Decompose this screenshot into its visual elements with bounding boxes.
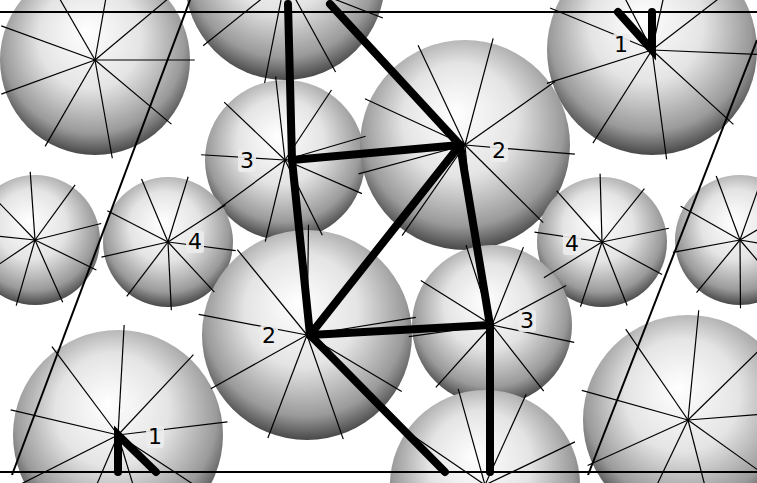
projection-line bbox=[95, 60, 112, 158]
projection-line bbox=[547, 50, 652, 83]
projection-line bbox=[95, 0, 171, 60]
projection-line bbox=[107, 211, 168, 242]
projection-line bbox=[168, 242, 171, 310]
projection-line bbox=[626, 329, 688, 420]
projection-line bbox=[436, 325, 492, 387]
projection-line bbox=[203, 0, 285, 46]
callout-number: 3 bbox=[518, 310, 536, 332]
projection-line bbox=[652, 50, 667, 159]
projection-line bbox=[740, 176, 757, 240]
projection-line bbox=[16, 240, 35, 306]
projection-line bbox=[588, 420, 688, 466]
projection-line bbox=[640, 420, 688, 483]
projection-line bbox=[465, 81, 555, 145]
projection-line bbox=[465, 145, 575, 154]
projection-line bbox=[550, 8, 652, 50]
projection-line bbox=[716, 176, 740, 240]
projection-line bbox=[0, 240, 35, 278]
projection-line bbox=[95, 60, 171, 124]
callout-number: 4 bbox=[563, 233, 581, 255]
callout-number: 1 bbox=[146, 426, 164, 448]
callout-number: 4 bbox=[186, 231, 204, 253]
projection-line bbox=[688, 420, 715, 483]
projection-line bbox=[600, 174, 602, 242]
atom-sphere bbox=[0, 175, 100, 305]
projection-line bbox=[20, 435, 118, 483]
projection-line bbox=[35, 240, 63, 302]
projection-line bbox=[237, 250, 307, 335]
projection-line bbox=[118, 422, 227, 435]
projection-line bbox=[602, 228, 669, 242]
projection-line bbox=[30, 172, 35, 240]
projection-line bbox=[580, 242, 602, 307]
projection-line bbox=[465, 38, 493, 145]
projection-line bbox=[602, 242, 627, 305]
projection-line bbox=[593, 50, 652, 143]
callout-number: 2 bbox=[490, 140, 508, 162]
projection-line bbox=[739, 240, 741, 308]
projection-line bbox=[492, 325, 544, 391]
projection-line bbox=[602, 242, 662, 274]
projection-line bbox=[118, 325, 124, 435]
projection-line bbox=[740, 205, 757, 240]
projection-line bbox=[45, 0, 95, 60]
projection-line bbox=[688, 420, 757, 483]
projection-line bbox=[118, 435, 210, 483]
projection-line bbox=[11, 410, 118, 435]
atom-sphere bbox=[390, 390, 580, 483]
projection-line bbox=[673, 240, 740, 252]
atom-sphere bbox=[583, 315, 757, 483]
projection-line bbox=[276, 77, 285, 160]
projection-line bbox=[582, 390, 688, 420]
projection-line bbox=[688, 343, 757, 420]
projection-line bbox=[740, 240, 757, 292]
projection-line bbox=[652, 50, 733, 124]
projection-line bbox=[1, 26, 95, 60]
projection-line bbox=[142, 179, 168, 242]
projection-line bbox=[402, 145, 465, 236]
projection-line bbox=[696, 240, 740, 293]
projection-line bbox=[268, 335, 307, 438]
callout-number: 3 bbox=[238, 150, 256, 172]
bond-lines bbox=[118, 4, 652, 472]
projection-line bbox=[1, 60, 95, 94]
callout-number: 2 bbox=[260, 325, 278, 347]
atom-sphere bbox=[205, 80, 365, 240]
projection-line bbox=[45, 60, 95, 146]
projection-line bbox=[35, 240, 96, 270]
projection-line bbox=[118, 355, 193, 435]
atom-sphere bbox=[13, 330, 223, 483]
atom-sphere bbox=[547, 0, 757, 155]
projection-line bbox=[211, 335, 307, 389]
projection-line bbox=[199, 314, 307, 335]
projection-line bbox=[101, 242, 168, 257]
projection-line bbox=[688, 310, 699, 420]
projection-line bbox=[35, 223, 101, 240]
atom-sphere bbox=[675, 175, 757, 305]
projection-line bbox=[75, 435, 118, 483]
projection-line bbox=[95, 59, 195, 60]
projection-line bbox=[602, 189, 644, 242]
projection-line bbox=[95, 0, 112, 60]
projection-line bbox=[652, 0, 739, 50]
projection-line bbox=[688, 412, 757, 420]
callout-number: 1 bbox=[612, 34, 630, 56]
projection-line bbox=[652, 50, 757, 55]
projection-line bbox=[485, 442, 575, 483]
projection-line bbox=[0, 191, 35, 240]
